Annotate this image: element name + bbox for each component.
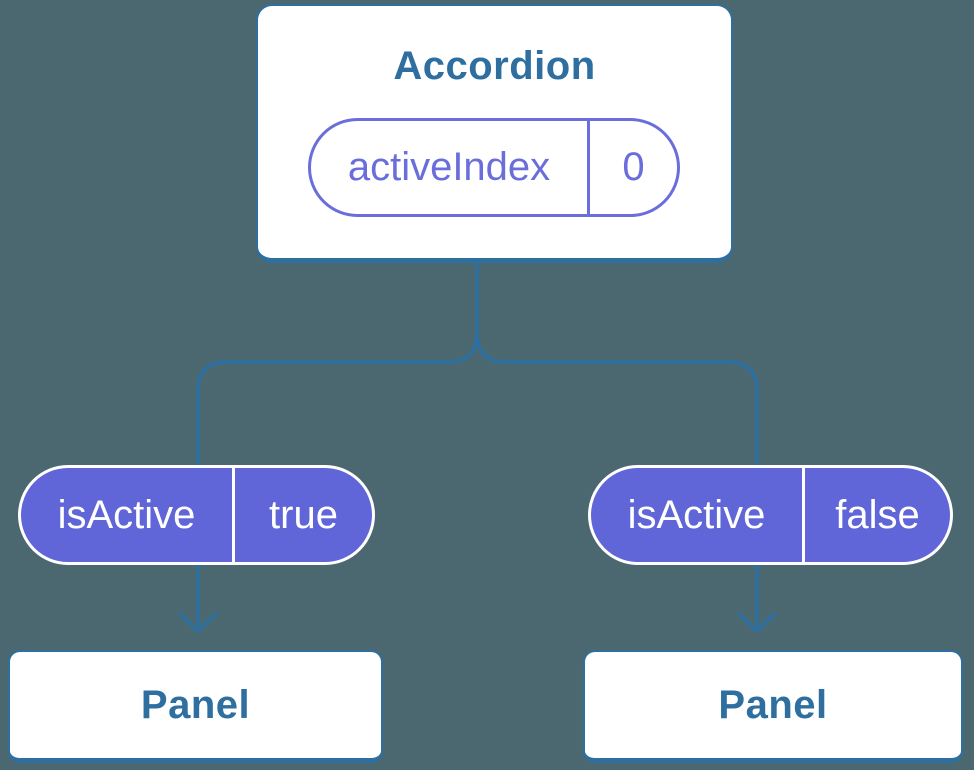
state-pill-activeindex: activeIndex 0 xyxy=(308,118,680,217)
right-arrow-down-icon xyxy=(737,612,777,633)
prop-pill-isactive-false: isActive false xyxy=(588,465,953,565)
panel-node-left: Panel xyxy=(8,650,383,763)
right-branch-connector xyxy=(475,331,759,627)
state-pill-value: 0 xyxy=(587,121,677,214)
prop-pill-name: isActive xyxy=(57,492,196,537)
left-branch-connector xyxy=(196,260,479,627)
panel-node-right: Panel xyxy=(583,650,963,763)
accordion-component-node: Accordion activeIndex 0 xyxy=(256,4,733,263)
prop-pill-name: isActive xyxy=(627,492,766,537)
panel-title: Panel xyxy=(718,682,828,727)
panel-title: Panel xyxy=(140,682,251,727)
prop-pill-isactive-true: isActive true xyxy=(18,465,375,565)
state-pill-name: activeIndex xyxy=(347,145,551,189)
prop-pill-value: false xyxy=(802,468,950,562)
accordion-title: Accordion xyxy=(393,44,596,88)
left-arrow-down-icon xyxy=(178,612,218,633)
prop-pill-value: true xyxy=(232,468,372,562)
